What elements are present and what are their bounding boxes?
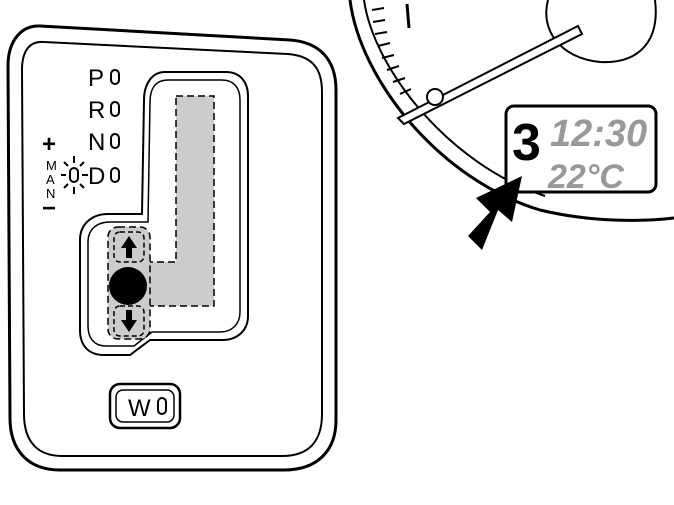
manual-mode-markings: + M A N − bbox=[42, 131, 88, 222]
winter-mode-button[interactable]: W bbox=[108, 382, 182, 430]
instrument-cluster bbox=[348, 0, 674, 222]
minus-sign: − bbox=[42, 195, 56, 222]
manual-letter-a: A bbox=[46, 172, 55, 187]
selector-gate bbox=[79, 71, 249, 356]
gear-lever-knob[interactable] bbox=[109, 267, 147, 305]
winter-indicator-lamp bbox=[157, 397, 167, 415]
clock-readout: 12:30 bbox=[550, 113, 647, 155]
shift-up-arrow-icon bbox=[113, 231, 145, 263]
indicator-lamp-n bbox=[110, 133, 120, 149]
manual-letter-n: N bbox=[46, 186, 55, 201]
light-rays-icon bbox=[61, 156, 88, 194]
gear-label-p: P bbox=[88, 65, 104, 92]
indicator-lamp-d bbox=[110, 167, 120, 183]
needle bbox=[396, 24, 584, 126]
indicator-arrow-icon bbox=[468, 176, 522, 250]
plus-sign: + bbox=[42, 131, 56, 158]
gear-label-r: R bbox=[88, 97, 105, 124]
winter-button-label: W bbox=[128, 395, 151, 422]
shift-down-arrow-icon bbox=[113, 305, 145, 337]
manual-letter-m: M bbox=[46, 158, 57, 173]
indicator-lamp-r bbox=[110, 101, 120, 117]
gear-label-d: D bbox=[88, 163, 105, 190]
gear-label-n: N bbox=[88, 129, 105, 156]
indicator-lamp-p bbox=[110, 69, 120, 85]
lcd-display: 3 12:30 22°C bbox=[504, 104, 658, 196]
gear-labels: P R N D bbox=[88, 65, 120, 190]
dial-ticks bbox=[371, 3, 412, 95]
gear-indicator-digit: 3 bbox=[512, 114, 541, 172]
temperature-readout: 22°C bbox=[547, 158, 624, 196]
